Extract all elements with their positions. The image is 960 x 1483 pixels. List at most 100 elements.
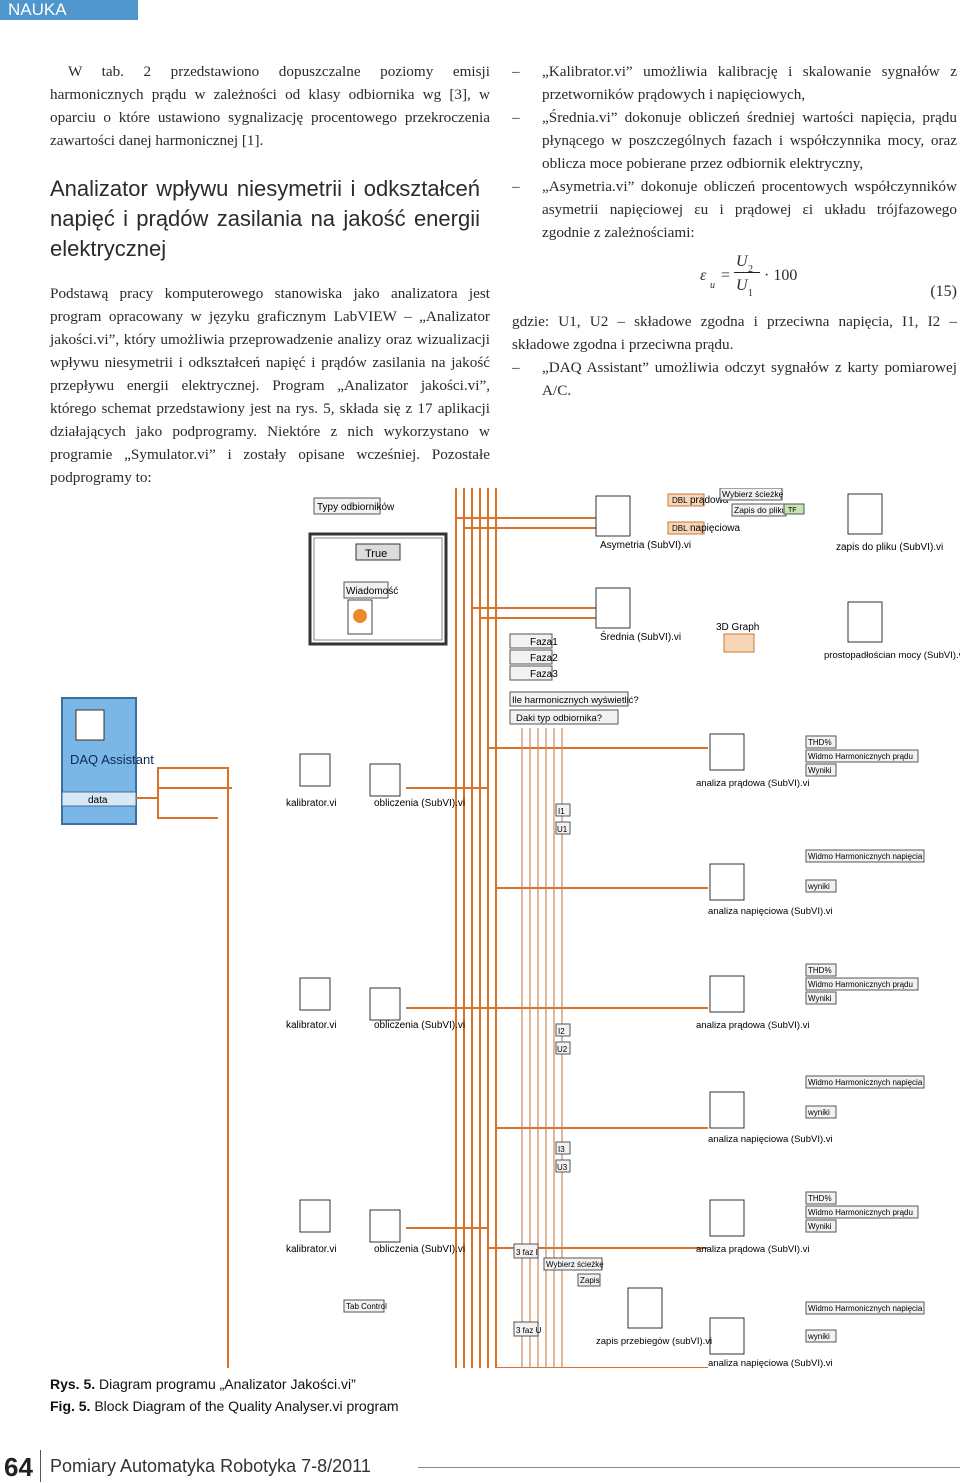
list-item: –„Kalibrator.vi” umożliwia kalibrację i …: [512, 63, 957, 103]
svg-text:Asymetria (SubVI).vi: Asymetria (SubVI).vi: [600, 540, 691, 551]
page-number: 64: [4, 1452, 33, 1482]
svg-text:U1: U1: [557, 825, 568, 834]
svg-text:THD%: THD%: [808, 738, 832, 747]
right-column: –„Kalibrator.vi” umożliwia kalibrację i …: [512, 60, 957, 402]
subvi-list: –„Kalibrator.vi” umożliwia kalibrację i …: [512, 60, 957, 244]
zapis-przebiegow-subvi: zapis przebiegów (subVI).vi: [596, 1287, 712, 1347]
svg-text:Faza2: Faza2: [530, 653, 558, 664]
faza-controls: Faza1 Faza2 Faza3: [509, 633, 558, 681]
svg-text:DBL: DBL: [672, 496, 688, 505]
svg-text:kalibrator.vi: kalibrator.vi: [286, 798, 337, 809]
svg-text:3D Graph: 3D Graph: [716, 622, 759, 633]
zapis-do-pliku-subvi: zapis do pliku (SubVI).vi: [836, 493, 943, 553]
svg-text:Faza1: Faza1: [530, 637, 558, 648]
typy-odbiornikow-control: [313, 497, 381, 515]
svg-text:DBL: DBL: [672, 524, 688, 533]
svg-text:Wyniki: Wyniki: [808, 1222, 832, 1231]
svg-text:U2: U2: [557, 1045, 568, 1054]
svg-text:U3: U3: [557, 1163, 568, 1172]
analiza-pradowa-1: analiza prądowa (SubVI).vi THD% Widmo Ha…: [696, 733, 919, 789]
list-item: –„DAQ Assistant” umożliwia odczyt sygnał…: [512, 359, 957, 399]
svg-text:kalibrator.vi: kalibrator.vi: [286, 1244, 337, 1255]
phase2-group: kalibrator.vi obliczenia (SubVI).vi I2 U…: [286, 977, 571, 1055]
asymetria-subvi: Asymetria (SubVI).vi: [595, 495, 691, 551]
srednia-subvi: Średnia (SubVI).vi: [595, 587, 681, 643]
list-item: –„Średnia.vi” dokonuje obliczeń średniej…: [512, 109, 957, 172]
svg-text:Widmo Harmonicznych napięcia: Widmo Harmonicznych napięcia: [808, 852, 923, 861]
svg-text:Widmo Harmonicznych prądu: Widmo Harmonicznych prądu: [808, 752, 913, 761]
svg-text:TF: TF: [788, 507, 797, 514]
journal-name: Pomiary Automatyka Robotyka 7-8/2011: [50, 1456, 371, 1476]
svg-text:THD%: THD%: [808, 1194, 832, 1203]
analiza-pradowa-2: analiza prądowa (SubVI).vi THD% Widmo Ha…: [696, 963, 919, 1031]
subvi-list-2: –„DAQ Assistant” umożliwia odczyt sygnał…: [512, 356, 957, 402]
svg-text:Typy odbiorników: Typy odbiorników: [317, 502, 395, 513]
caption-en: Fig. 5. Block Diagram of the Quality Ana…: [50, 1398, 399, 1414]
svg-text:Wyniki: Wyniki: [808, 994, 832, 1003]
analiza-napieciowa-3: analiza napięciowa (SubVI).vi Widmo Harm…: [708, 1301, 925, 1368]
phase3-group: kalibrator.vi obliczenia (SubVI).vi I3 U…: [286, 1141, 571, 1255]
svg-text:I2: I2: [558, 1027, 565, 1036]
page-footer: 64 Pomiary Automatyka Robotyka 7-8/2011: [0, 1450, 960, 1482]
left-column: W tab. 2 przedstawiono dopuszczalne pozi…: [50, 60, 490, 489]
svg-text:wyniki: wyniki: [807, 1108, 830, 1117]
svg-text:Widmo Harmonicznych napięcia: Widmo Harmonicznych napięcia: [808, 1304, 923, 1313]
phase1-group: kalibrator.vi obliczenia (SubVI).vi I1 U…: [286, 753, 571, 835]
svg-text:Zapis do pliku: Zapis do pliku: [734, 505, 787, 515]
labview-block-diagram: True Typy odbiorników Wiadomość Faza1 Fa…: [61, 488, 960, 1368]
svg-text:obliczenia (SubVI).vi: obliczenia (SubVI).vi: [374, 1244, 465, 1255]
wires: [136, 488, 708, 1368]
svg-text:obliczenia (SubVI).vi: obliczenia (SubVI).vi: [374, 1020, 465, 1031]
svg-text:Widmo Harmonicznych napięcia: Widmo Harmonicznych napięcia: [808, 1078, 923, 1087]
svg-text:obliczenia (SubVI).vi: obliczenia (SubVI).vi: [374, 798, 465, 809]
svg-text:3 faz I: 3 faz I: [516, 1248, 538, 1257]
svg-text:Faza3: Faza3: [530, 669, 558, 680]
svg-text:Widmo Harmonicznych prądu: Widmo Harmonicznych prądu: [808, 980, 913, 989]
svg-text:zapis do pliku (SubVI).vi: zapis do pliku (SubVI).vi: [836, 542, 943, 553]
svg-text:Zapis: Zapis: [580, 1276, 600, 1285]
analiza-napieciowa-2: analiza napięciowa (SubVI).vi Widmo Harm…: [708, 1075, 925, 1145]
svg-text:Wiadomość: Wiadomość: [346, 586, 398, 597]
body-paragraph: Podstawą pracy komputerowego stanowiska …: [50, 285, 490, 486]
svg-text:analiza prądowa (SubVI).vi: analiza prądowa (SubVI).vi: [696, 1020, 810, 1031]
caption-pl: Rys. 5. Diagram programu „Analizator Jak…: [50, 1376, 356, 1392]
formula-15: ε u = U 2 U 1 · 100 (15): [700, 253, 957, 300]
svg-text:data: data: [88, 795, 108, 806]
svg-text:DAQ Assistant: DAQ Assistant: [70, 752, 154, 767]
svg-text:Wybierz ścieżkę: Wybierz ścieżkę: [546, 1260, 604, 1269]
case-structure: True: [308, 532, 448, 646]
analiza-pradowa-3: analiza prądowa (SubVI).vi THD% Widmo Ha…: [696, 1191, 919, 1255]
svg-text:analiza napięciowa (SubVI).vi: analiza napięciowa (SubVI).vi: [708, 906, 833, 917]
svg-text:wyniki: wyniki: [807, 1332, 830, 1341]
svg-text:3 faz U: 3 faz U: [516, 1326, 542, 1335]
prostopadloscian-subvi: prostopadłościan mocy (SubVI).vi: [824, 601, 960, 661]
svg-text:zapis przebiegów (subVI).vi: zapis przebiegów (subVI).vi: [596, 1336, 712, 1347]
svg-text:I3: I3: [558, 1145, 565, 1154]
svg-text:Średnia (SubVI).vi: Średnia (SubVI).vi: [600, 630, 681, 643]
daq-assistant: DAQ Assistant data: [61, 697, 154, 825]
svg-text:I1: I1: [558, 807, 565, 816]
where-text: gdzie: U1, U2 – składowe zgodna i przeci…: [512, 313, 957, 353]
svg-text:Daki typ odbiornika?: Daki typ odbiornika?: [516, 713, 602, 724]
svg-text:Widmo Harmonicznych prądu: Widmo Harmonicznych prądu: [808, 1208, 913, 1217]
svg-text:True: True: [365, 548, 387, 560]
svg-text:kalibrator.vi: kalibrator.vi: [286, 1020, 337, 1031]
section-heading: Analizator wpływu niesymetrii i odkształ…: [50, 176, 480, 261]
svg-text:analiza prądowa (SubVI).vi: analiza prądowa (SubVI).vi: [696, 778, 810, 789]
svg-text:napięciowa: napięciowa: [690, 523, 740, 534]
svg-text:analiza prądowa (SubVI).vi: analiza prądowa (SubVI).vi: [696, 1244, 810, 1255]
svg-text:THD%: THD%: [808, 966, 832, 975]
intro-paragraph: W tab. 2 przedstawiono dopuszczalne pozi…: [50, 63, 490, 149]
svg-text:Wyniki: Wyniki: [808, 766, 832, 775]
svg-text:analiza napięciowa (SubVI).vi: analiza napięciowa (SubVI).vi: [708, 1134, 833, 1145]
svg-text:Ile harmonicznych wyświetlić?: Ile harmonicznych wyświetlić?: [512, 695, 639, 706]
svg-text:Tab Control: Tab Control: [346, 1302, 387, 1311]
svg-text:prostopadłościan mocy (SubVI).: prostopadłościan mocy (SubVI).vi: [824, 650, 960, 661]
svg-text:prądowa: prądowa: [690, 495, 729, 506]
section-tag: NAUKA: [0, 0, 138, 20]
list-item: –„Asymetria.vi” dokonuje obliczeń procen…: [512, 178, 957, 241]
svg-text:analiza napięciowa (SubVI).vi: analiza napięciowa (SubVI).vi: [708, 1358, 833, 1368]
analiza-napieciowa-1: analiza napięciowa (SubVI).vi Widmo Harm…: [708, 849, 925, 917]
svg-text:Wybierz ścieżkę: Wybierz ścieżkę: [722, 489, 784, 499]
svg-text:wyniki: wyniki: [807, 882, 830, 891]
